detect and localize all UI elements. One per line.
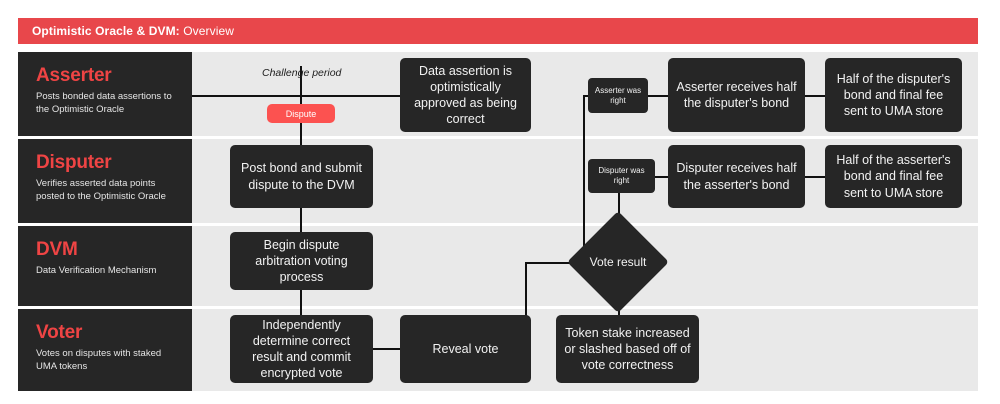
node-reveal-vote[interactable]: Reveal vote (400, 315, 531, 383)
badge-disputer-was-right[interactable]: Disputer was right (588, 159, 655, 193)
connector-asserter-box-to-store (805, 95, 825, 97)
lane-title-dvm: DVM (36, 239, 78, 260)
node-begin-arbitration[interactable]: Begin dispute arbitration voting process (230, 232, 373, 290)
badge-asserter-was-right[interactable]: Asserter was right (588, 78, 648, 113)
connector-commit-to-reveal (370, 348, 406, 350)
diagram-title-sub: Overview (179, 24, 235, 38)
vote-result-label: Vote result (589, 254, 647, 269)
connector-disputer-badge-to-box (655, 176, 669, 178)
lane-title-voter: Voter (36, 322, 83, 343)
connector-reveal-vote-top (525, 262, 527, 324)
lane-title-asserter: Asserter (36, 65, 112, 86)
diagram-title: Optimistic Oracle & DVM: Overview (18, 24, 234, 38)
connector-asserter-badge-to-box (648, 95, 668, 97)
node-post-bond-submit[interactable]: Post bond and submit dispute to the DVM (230, 145, 373, 208)
lane-label-voter: Voter Votes on disputes with staked UMA … (18, 309, 192, 391)
node-half-disputer-bond-fee[interactable]: Half of the disputer's bond and final fe… (825, 58, 962, 132)
connector-asserter-right-stub (583, 95, 589, 97)
caption-challenge-period: Challenge period (262, 67, 342, 79)
node-asserter-receives-half[interactable]: Asserter receives half the disputer's bo… (668, 58, 805, 132)
node-independently-determine[interactable]: Independently determine correct result a… (230, 315, 373, 383)
node-half-asserter-bond-fee[interactable]: Half of the asserter's bond and final fe… (825, 145, 962, 208)
diagram-header-bar: Optimistic Oracle & DVM: Overview (18, 18, 978, 44)
lane-title-disputer: Disputer (36, 152, 112, 173)
node-token-stake[interactable]: Token stake increased or slashed based o… (556, 315, 699, 383)
connector-diamond-left-to-reveal (525, 262, 585, 264)
node-data-assertion-approved[interactable]: Data assertion is optimistically approve… (400, 58, 531, 132)
lane-desc-disputer: Verifies asserted data points posted to … (36, 177, 166, 202)
lane-disputer: Disputer Verifies asserted data points p… (18, 139, 978, 223)
lane-label-dvm: DVM Data Verification Mechanism (18, 226, 192, 306)
lane-desc-voter: Votes on disputes with staked UMA tokens (36, 347, 162, 372)
connector-asserter-right-vertical (583, 95, 585, 263)
lane-label-disputer: Disputer Verifies asserted data points p… (18, 139, 192, 223)
lane-desc-dvm: Data Verification Mechanism (36, 264, 157, 276)
badge-dispute[interactable]: Dispute (267, 104, 335, 123)
node-vote-result[interactable]: Vote result (567, 211, 669, 313)
lane-dvm: DVM Data Verification Mechanism (18, 226, 978, 306)
connector-asserter-spine (192, 95, 400, 97)
diagram-title-bold: Optimistic Oracle & DVM: (32, 24, 180, 38)
lane-desc-asserter: Posts bonded data assertions to the Opti… (36, 90, 172, 115)
node-disputer-receives-half[interactable]: Disputer receives half the asserter's bo… (668, 145, 805, 208)
connector-disputer-box-to-store (805, 176, 825, 178)
lane-label-asserter: Asserter Posts bonded data assertions to… (18, 52, 192, 136)
